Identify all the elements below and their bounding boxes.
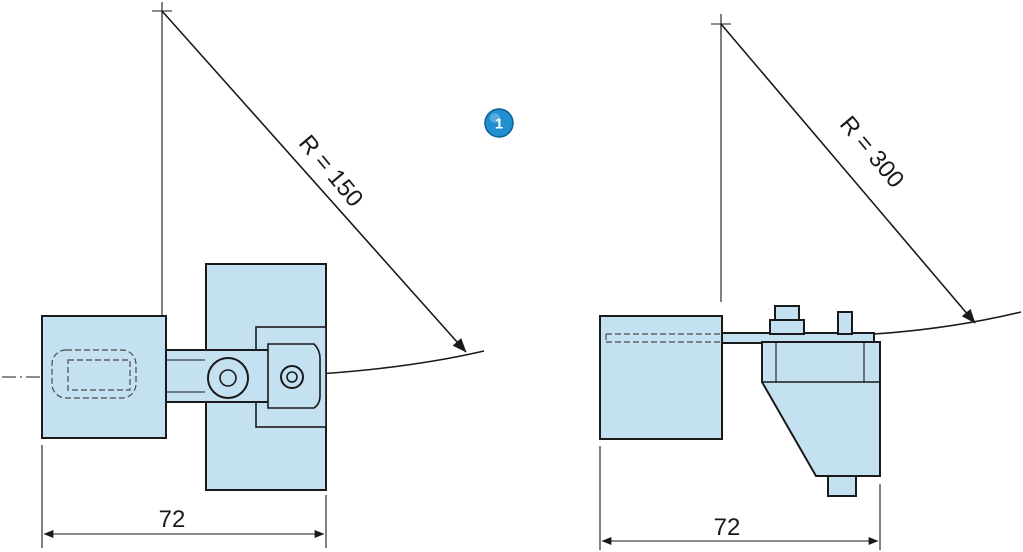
right-radius-label: R = 300: [834, 111, 909, 193]
right-swing-arc: [873, 311, 1022, 335]
right-base-block: [599, 315, 723, 440]
callout-marker-label: 1: [495, 116, 503, 133]
right-hidden-rod: [605, 333, 722, 343]
left-view: 72 R = 150: [2, 2, 485, 548]
right-width-dimension: [599, 446, 881, 550]
right-radius-line: [720, 23, 976, 324]
left-width-dimension: [41, 445, 327, 548]
left-swing-arc: [317, 350, 485, 375]
right-bottom-screw: [827, 475, 857, 497]
left-base-block: [41, 315, 167, 439]
left-width-label: 72: [159, 506, 186, 533]
left-radius-line: [161, 10, 467, 353]
right-width-label: 72: [714, 514, 741, 541]
right-clamp-body: [761, 341, 881, 477]
right-top-bolt: [769, 305, 805, 335]
callout-marker: 1: [484, 108, 514, 138]
right-top-pin: [837, 311, 853, 335]
left-hidden-slot-inner: [67, 359, 131, 391]
left-hidden-slot: [51, 349, 137, 399]
right-view: 72 R = 300: [599, 14, 1022, 550]
